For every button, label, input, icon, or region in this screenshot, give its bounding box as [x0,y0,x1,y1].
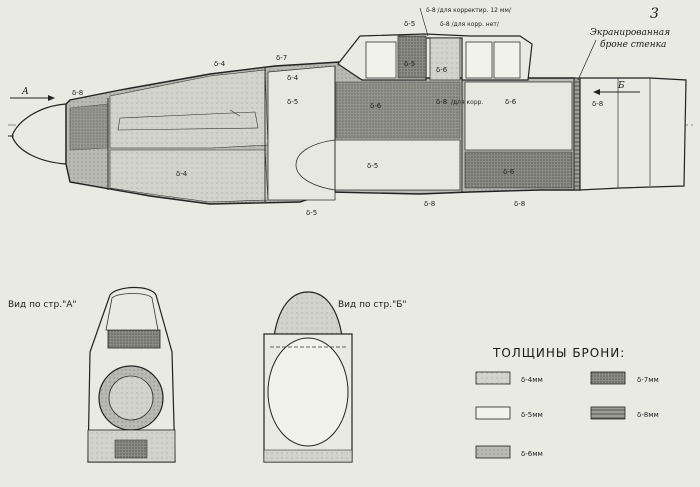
legend-label-s6: δ-6мм [521,450,543,458]
label-corr-note: /для корр. [451,99,483,106]
label-s4-belly: δ-4 [176,170,188,178]
legend-swatch-s8 [590,406,626,420]
legend-label-s4: δ-4мм [521,376,543,384]
side-view: А Б δ-4 δ-7 δ-4 δ-5 δ-5 δ-6 δ-8 δ-4 δ-5 … [8,7,696,217]
label-s7: δ-7 [276,54,287,62]
propeller-spinner [11,103,67,165]
canopy-window-5 [493,41,521,79]
zone-s4-lower [109,149,269,203]
zone-s6-rear [464,151,573,189]
zone-s6-cockpit [335,81,461,139]
rear-view-canopy [273,291,343,337]
arrow-b-label: Б [617,81,625,91]
label-s6-mid: δ-6 [370,102,382,110]
canopy-window-1 [365,41,397,79]
view-arrow-a: А [10,87,55,101]
label-s5-top: δ-5 [404,20,415,28]
zone-s6-front [69,103,109,151]
front-view: Вид по стр."А" [8,286,176,463]
page-number: 3 [650,6,659,22]
legend-label-s8: δ-8мм [637,411,659,419]
front-view-title: Вид по стр."А" [8,300,77,310]
zone-s4-upper [109,69,269,149]
screened-wall-note-1: Экранированная [590,28,670,38]
label-s5-canopy: δ-5 [404,60,415,68]
legend-label-s5: δ-5мм [521,411,543,419]
label-s5-belly: δ-5 [367,162,378,170]
armor-legend: ТОЛЩИНЫ БРОНИ: δ-4мм δ-7мм δ-5мм δ-8мм δ… [475,346,659,459]
label-s5-cockpit: δ-5 [287,98,298,106]
legend-swatch-s4 [475,371,511,385]
label-s5-rear: δ-6 [505,98,517,106]
canopy-window-4 [465,41,493,79]
label-s4-mid: δ-4 [287,74,299,82]
legend-title: ТОЛЩИНЫ БРОНИ: [492,346,625,360]
label-s8-wall: δ-8 [592,100,603,108]
rear-view-oval [267,337,349,447]
legend-swatch-s7 [590,371,626,385]
rear-view: Вид по стр."Б" [263,291,407,463]
legend-swatch-s5 [475,406,511,420]
label-s8-front: δ-8 [72,89,83,97]
rear-view-title: Вид по стр."Б" [338,300,407,310]
label-s4-top: δ-4 [214,60,226,68]
label-s8-corr: δ-8 [436,98,447,106]
legend-swatch-s6 [475,445,511,459]
label-s6-rear: δ-6 [503,168,515,176]
label-s8-under2: δ-8 [514,200,525,208]
view-arrow-b: Б [593,81,640,95]
canopy-window-2 [397,35,427,79]
top-note-1: δ-8 /для корректир. 12 мм/ [426,7,512,14]
legend-label-s7: δ-7мм [637,376,659,384]
label-s6-canopy: δ-6 [436,66,448,74]
label-s5-bottom: δ-5 [306,209,317,217]
arrow-a-label: А [21,87,29,97]
top-note-2: δ-8 /для корр. нет/ [440,21,500,28]
label-s8-under: δ-8 [424,200,435,208]
zone-s5-rear [464,81,573,151]
front-view-windscreen [107,329,161,349]
rear-fuselage [579,77,687,191]
canopy-window-3 [429,37,461,81]
screened-wall-note-2: броне стенка [600,39,666,50]
